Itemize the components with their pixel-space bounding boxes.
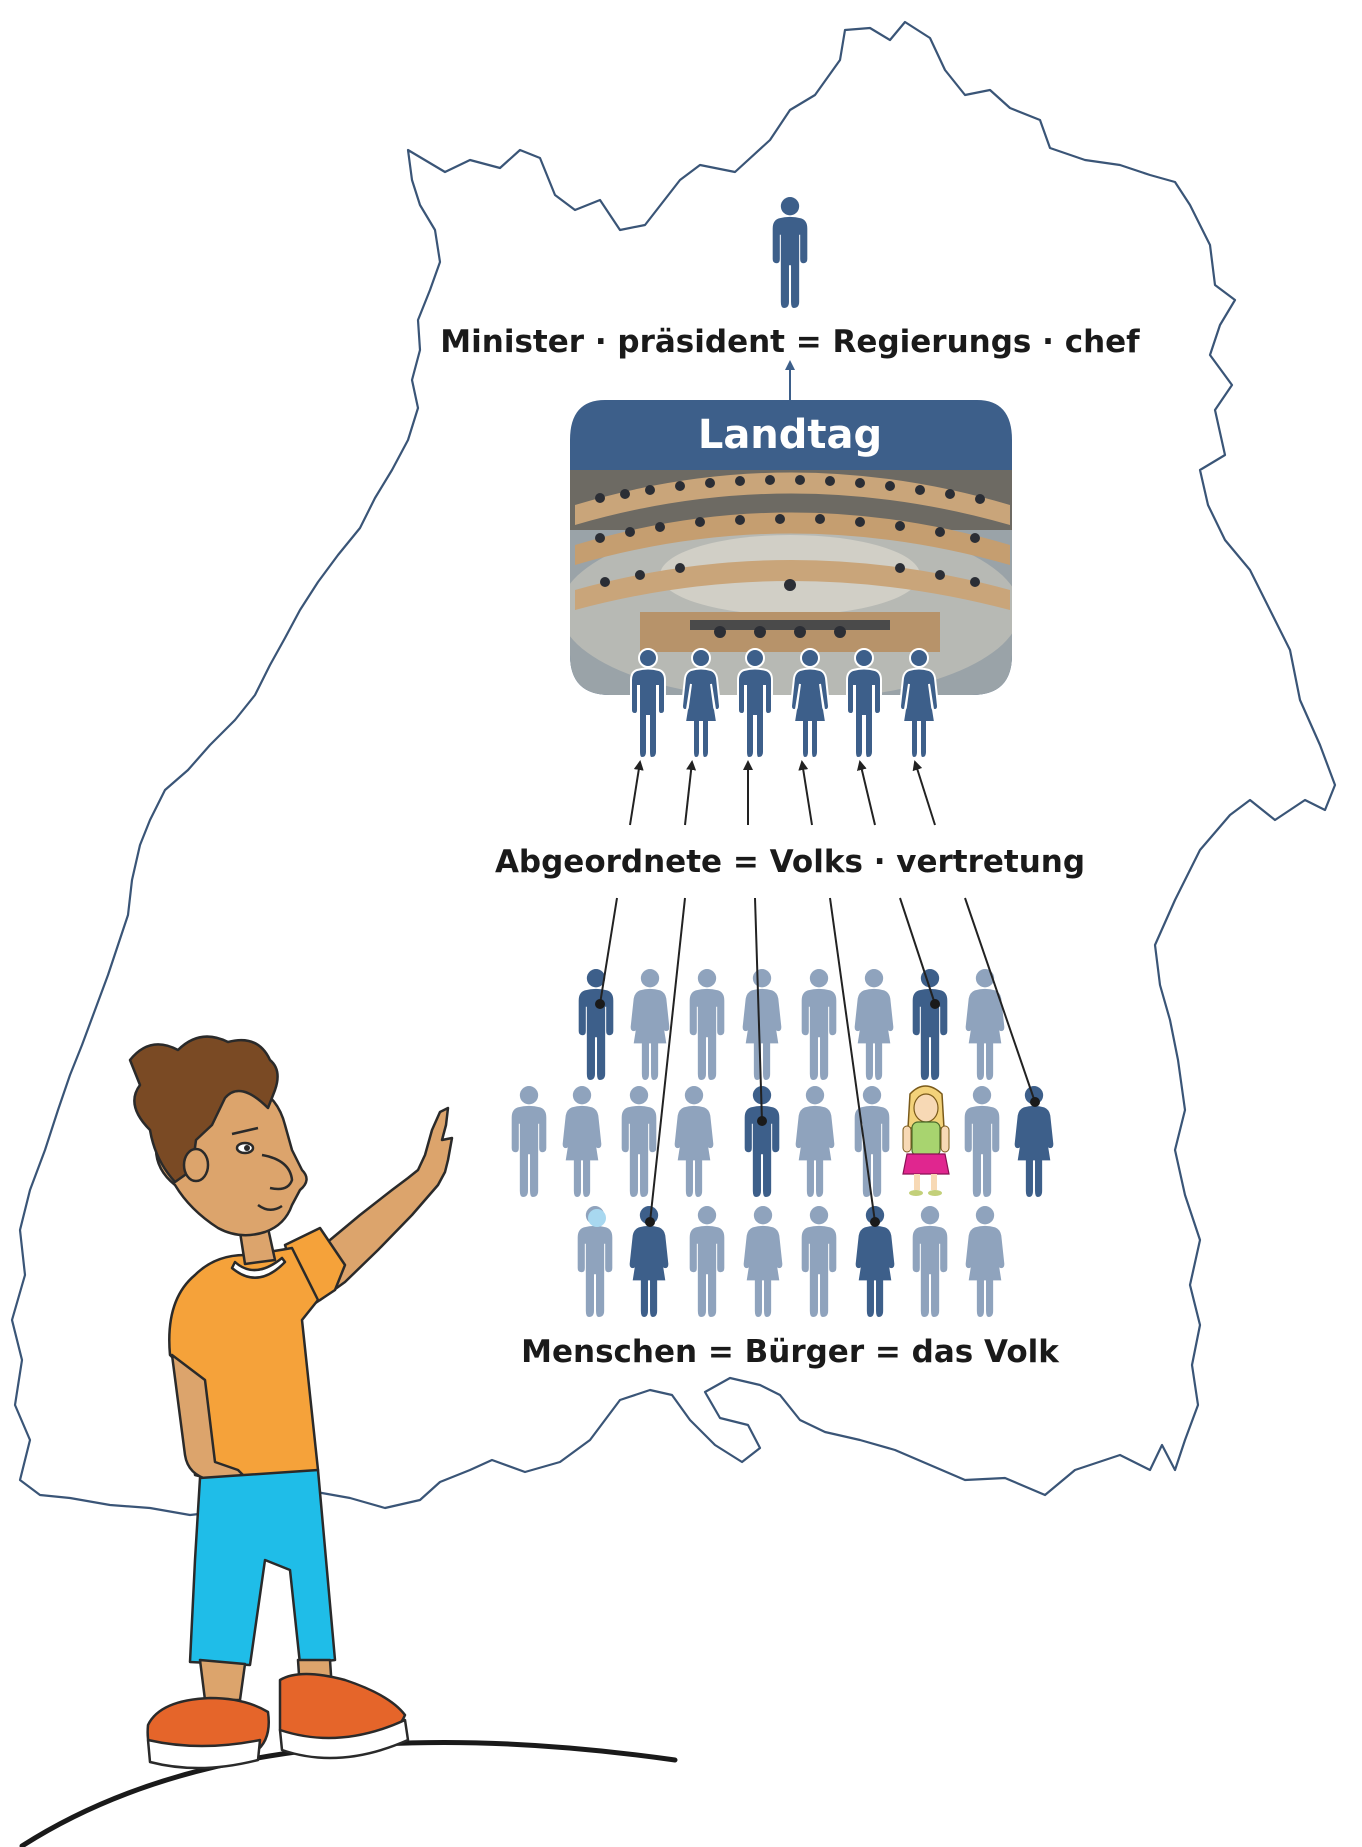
bottom-label: Menschen = Bürger = das Volk bbox=[521, 1334, 1060, 1370]
citizen-icon bbox=[578, 969, 614, 1080]
citizen-icon bbox=[965, 969, 1005, 1080]
citizens-grid bbox=[511, 969, 1054, 1317]
citizen-icon bbox=[795, 1086, 835, 1197]
connection-dots bbox=[595, 999, 1040, 1227]
arrows-upper bbox=[629, 760, 936, 826]
minister-president-icon bbox=[772, 197, 808, 308]
map-outline bbox=[10, 20, 1337, 1517]
arrows-lower bbox=[599, 897, 1036, 1223]
citizen-icon bbox=[801, 969, 837, 1080]
citizen-icon bbox=[964, 1086, 1000, 1197]
citizen-icon bbox=[689, 969, 725, 1080]
citizen-icon bbox=[562, 1086, 602, 1197]
pointing-boy-illustration bbox=[128, 1035, 454, 1770]
citizen-icon bbox=[689, 1206, 725, 1317]
plenary-photo bbox=[570, 470, 1012, 695]
top-label: Minister · präsident = Regierungs · chef bbox=[440, 324, 1140, 360]
citizen-icon bbox=[621, 1086, 657, 1197]
landtag-box: Landtag bbox=[570, 400, 1012, 695]
citizen-icon bbox=[965, 1206, 1005, 1317]
citizen-icon bbox=[854, 1086, 890, 1197]
citizen-icon bbox=[743, 1206, 783, 1317]
landtag-title: Landtag bbox=[698, 412, 882, 458]
citizen-icon bbox=[912, 969, 948, 1080]
citizen-icon bbox=[674, 1086, 714, 1197]
citizen-icon bbox=[801, 1206, 837, 1317]
citizen-icon bbox=[742, 969, 782, 1080]
citizen-icon bbox=[630, 969, 670, 1080]
girl-illustration bbox=[902, 1085, 950, 1196]
highlight-dot bbox=[588, 1209, 606, 1227]
citizen-icon bbox=[912, 1206, 948, 1317]
citizen-icon bbox=[854, 969, 894, 1080]
middle-label: Abgeordnete = Volks · vertretung bbox=[495, 844, 1085, 880]
citizen-icon bbox=[511, 1086, 547, 1197]
